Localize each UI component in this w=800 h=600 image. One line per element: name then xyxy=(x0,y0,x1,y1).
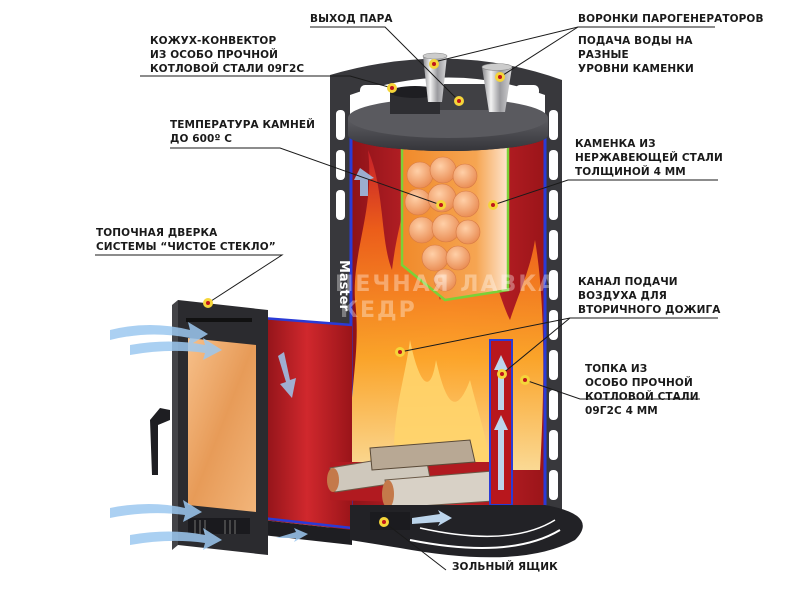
callout-text: ВОРОНКИ ПАРОГЕНЕРАТОРОВ xyxy=(578,13,764,25)
leader-lines xyxy=(95,26,718,571)
stone-chamber xyxy=(400,138,510,302)
callout-markers xyxy=(203,59,530,527)
base-and-ash-box xyxy=(350,505,583,558)
stove-top xyxy=(348,52,548,151)
callout-water-supply: ПОДАЧА ВОДЫ НА РАЗНЫЕ УРОВНИ КАМЕНКИ xyxy=(578,34,694,76)
steam-funnel-1 xyxy=(423,56,447,102)
marker-dot xyxy=(436,200,446,210)
callout-text: КОЖУХ-КОНВЕКТОР xyxy=(150,35,277,47)
callout-text: ПОДАЧА ВОДЫ НА xyxy=(578,35,693,47)
marker-dot xyxy=(395,347,405,357)
callout-text: УРОВНИ КАМЕНКИ xyxy=(578,63,694,75)
callout-firebox: ТОПКА ИЗ ОСОБО ПРОЧНОЙ КОТЛОВОЙ СТАЛИ 09… xyxy=(585,362,699,418)
marker-dot xyxy=(488,200,498,210)
convector-casing-frame xyxy=(330,58,562,541)
airflow-arrows xyxy=(110,168,374,550)
callout-ash-box: ЗОЛЬНЫЙ ЯЩИК xyxy=(452,560,558,574)
secondary-air-channel-shape xyxy=(489,339,513,506)
callout-stone-temperature: ТЕМПЕРАТУРА КАМНЕЙ ДО 600º С xyxy=(170,118,315,146)
door-handle xyxy=(150,408,170,475)
marker-dot xyxy=(387,83,397,93)
callout-firebox-door: ТОПОЧНАЯ ДВЕРКА СИСТЕМЫ “ЧИСТОЕ СТЕКЛО” xyxy=(96,226,276,254)
callout-text: ВТОРИЧНОГО ДОЖИГА xyxy=(578,304,721,316)
callout-text: ОСОБО ПРОЧНОЙ xyxy=(585,377,693,389)
branding-vertical: Master xyxy=(336,260,351,311)
callout-text: 09Г2С 4 ММ xyxy=(585,405,658,417)
callout-text: КОТЛОВОЙ СТАЛИ 09Г2С xyxy=(150,63,305,75)
callout-text: ТОЛЩИНОЙ 4 ММ xyxy=(575,166,686,178)
marker-dot xyxy=(520,375,530,385)
callout-text: ТОПКА ИЗ xyxy=(585,363,648,375)
callout-text: КАМЕНКА ИЗ xyxy=(575,138,656,150)
callout-text: РАЗНЫЕ xyxy=(578,49,629,61)
watermark-line-1: ПЕЧНАЯ ЛАВКА xyxy=(335,272,558,297)
marker-dot xyxy=(495,72,505,82)
callout-steam-funnels: ВОРОНКИ ПАРОГЕНЕРАТОРОВ xyxy=(578,12,764,26)
marker-dot xyxy=(203,298,213,308)
callout-text: ВЫХОД ПАРА xyxy=(310,13,393,25)
callout-text: КОТЛОВОЙ СТАЛИ xyxy=(585,391,699,403)
watermark-line-2: КЕДР xyxy=(340,298,417,323)
callout-text: ТОПОЧНАЯ ДВЕРКА xyxy=(96,227,218,239)
marker-dot xyxy=(454,96,464,106)
callout-secondary-air-channel: КАНАЛ ПОДАЧИ ВОЗДУХА ДЛЯ ВТОРИЧНОГО ДОЖИ… xyxy=(578,275,720,317)
callout-text: ВОЗДУХА ДЛЯ xyxy=(578,290,667,302)
marker-dot xyxy=(429,59,439,69)
callout-text: НЕРЖАВЕЮЩЕЙ СТАЛИ xyxy=(575,152,723,164)
callout-text: КАНАЛ ПОДАЧИ xyxy=(578,276,678,288)
firebox-door xyxy=(150,300,268,555)
callout-stone-chamber: КАМЕНКА ИЗ НЕРЖАВЕЮЩЕЙ СТАЛИ ТОЛЩИНОЙ 4 … xyxy=(575,137,723,179)
callout-text: ЗОЛЬНЫЙ ЯЩИК xyxy=(452,561,558,573)
callout-steam-outlet: ВЫХОД ПАРА xyxy=(310,12,393,26)
callout-text: ДО 600º С xyxy=(170,133,233,145)
callout-text: ТЕМПЕРАТУРА КАМНЕЙ xyxy=(170,119,316,131)
callout-convector-casing: КОЖУХ-КОНВЕКТОР ИЗ ОСОБО ПРОЧНОЙ КОТЛОВО… xyxy=(150,34,304,76)
marker-dot xyxy=(379,517,389,527)
firewood-logs xyxy=(327,439,509,509)
branding-text: Master xyxy=(336,260,351,311)
callout-text: СИСТЕМЫ “ЧИСТОЕ СТЕКЛО” xyxy=(96,241,276,253)
marker-dot xyxy=(497,369,507,379)
callout-text: ИЗ ОСОБО ПРОЧНОЙ xyxy=(150,49,279,61)
